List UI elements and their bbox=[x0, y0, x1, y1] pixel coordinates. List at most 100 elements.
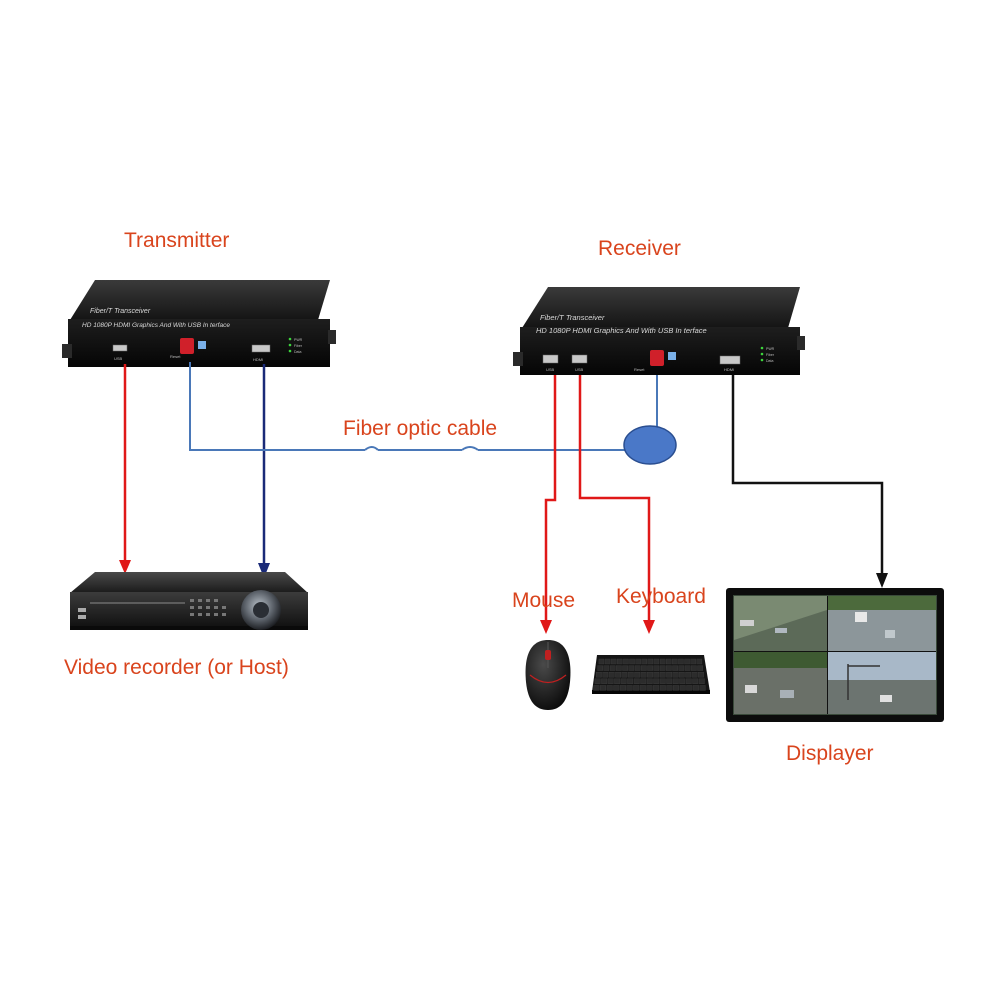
keyboard-key bbox=[623, 658, 629, 665]
transmitter-fiber-label: Fiber bbox=[294, 344, 303, 348]
keyboard-key bbox=[626, 685, 633, 691]
keyboard-key bbox=[678, 665, 685, 671]
keyboard-key bbox=[616, 665, 622, 671]
transmitter-data-led bbox=[288, 349, 292, 353]
receiver-hdmi-port[interactable] bbox=[719, 355, 741, 365]
keyboard-key bbox=[602, 672, 609, 678]
receiver-fiber-indicator bbox=[668, 352, 676, 360]
transmitter-hdmi-port[interactable] bbox=[251, 344, 271, 353]
keyboard-key bbox=[641, 665, 647, 671]
mouse-scroll-wheel bbox=[545, 650, 551, 660]
keyboard-key bbox=[666, 665, 672, 671]
transmitter-pwr-led bbox=[288, 337, 292, 341]
keyboard-key bbox=[686, 685, 693, 691]
video-recorder-label: Video recorder (or Host) bbox=[64, 656, 289, 679]
keyboard-key bbox=[666, 672, 673, 678]
transmitter-hdmi-cable bbox=[258, 364, 270, 578]
receiver-fiber-connector[interactable] bbox=[650, 350, 664, 366]
keyboard-key bbox=[639, 685, 646, 691]
receiver-keyboard-cable bbox=[578, 375, 655, 634]
keyboard-key bbox=[678, 658, 684, 665]
transmitter-model-text: HD 1080P HDMI Graphics And With USB In t… bbox=[82, 322, 230, 329]
keyboard-key bbox=[696, 658, 703, 665]
keyboard-key bbox=[685, 678, 692, 684]
keyboard-key bbox=[627, 672, 634, 678]
keyboard-keys bbox=[593, 658, 706, 691]
keyboard-key bbox=[684, 665, 691, 671]
keyboard-key bbox=[659, 665, 666, 671]
receiver-model-text: HD 1080P HDMI Graphics And With USB In t… bbox=[536, 326, 707, 335]
keyboard-key bbox=[614, 678, 621, 684]
keyboard-key bbox=[610, 658, 617, 665]
keyboard-key bbox=[613, 685, 620, 691]
receiver-fiber-led bbox=[760, 352, 764, 356]
receiver-fiber-label: Fiber bbox=[766, 353, 775, 357]
receiver-mouse-cable bbox=[540, 375, 557, 634]
keyboard-key bbox=[593, 685, 600, 691]
keyboard-key bbox=[627, 678, 634, 684]
keyboard-key bbox=[634, 665, 641, 671]
keyboard-key bbox=[659, 685, 666, 691]
keyboard-key bbox=[640, 672, 647, 678]
recorder-keypad bbox=[190, 599, 226, 616]
keyboard-key bbox=[691, 672, 698, 678]
keyboard-key bbox=[684, 658, 690, 665]
transmitter-pwr-label: PWR bbox=[294, 338, 303, 342]
receiver-pwr-led bbox=[760, 346, 764, 350]
keyboard-key bbox=[672, 678, 679, 684]
keyboard-key bbox=[615, 672, 622, 678]
transmitter-usb-port[interactable] bbox=[112, 344, 128, 352]
keyboard-key bbox=[653, 658, 660, 665]
keyboard-key bbox=[597, 665, 603, 671]
receiver-pwr-label: PWR bbox=[766, 347, 775, 351]
keyboard-key bbox=[673, 685, 680, 691]
keyboard-key bbox=[698, 672, 704, 678]
keyboard-key bbox=[633, 678, 640, 684]
transmitter-fiber-led bbox=[288, 343, 292, 347]
transmitter-reset-label: Reset bbox=[170, 354, 181, 359]
receiver-usb-port-1[interactable] bbox=[542, 354, 559, 364]
keyboard-key bbox=[609, 665, 616, 671]
keyboard-key bbox=[617, 658, 623, 665]
keyboard-key bbox=[690, 658, 696, 665]
keyboard-key bbox=[698, 678, 705, 684]
fiber-optic-node bbox=[623, 425, 677, 465]
keyboard-key bbox=[646, 678, 653, 684]
receiver-usb-port-2-label: USB bbox=[575, 367, 584, 372]
keyboard-key bbox=[633, 685, 640, 691]
keyboard-key bbox=[692, 685, 699, 691]
mouse-device bbox=[525, 640, 571, 710]
transmitter-fiber-indicator bbox=[198, 341, 206, 349]
transmitter-data-label: Data bbox=[294, 350, 301, 354]
keyboard-device bbox=[592, 655, 710, 694]
transmitter-usb-port-label: USB bbox=[114, 356, 123, 361]
receiver-hdmi-cable bbox=[731, 375, 888, 588]
keyboard-key bbox=[641, 658, 648, 665]
keyboard-key bbox=[628, 665, 635, 671]
keyboard-key bbox=[647, 665, 653, 671]
transmitter-device: Fiber/T Transceiver HD 1080P HDMI Graphi… bbox=[62, 280, 336, 367]
receiver-brand-text: Fiber/T Transceiver bbox=[540, 313, 605, 322]
keyboard-key bbox=[620, 678, 627, 684]
receiver-usb-port-2[interactable] bbox=[571, 354, 588, 364]
keyboard-key bbox=[666, 678, 673, 684]
keyboard-key bbox=[653, 672, 660, 678]
receiver-reset-label: Reset bbox=[634, 367, 645, 372]
receiver-data-label: Data bbox=[766, 359, 773, 363]
keyboard-key bbox=[598, 658, 605, 665]
keyboard-key bbox=[679, 685, 686, 691]
keyboard-key bbox=[634, 672, 641, 678]
transmitter-brand-text: Fiber/T Transceiver bbox=[90, 308, 151, 315]
keyboard-key bbox=[619, 685, 626, 691]
keyboard-key bbox=[603, 665, 610, 671]
keyboard-key bbox=[647, 658, 654, 665]
keyboard-key bbox=[600, 685, 607, 691]
transmitter-fiber-connector[interactable] bbox=[180, 338, 194, 354]
keyboard-key bbox=[653, 685, 660, 691]
keyboard-key bbox=[697, 665, 703, 671]
keyboard-key bbox=[699, 685, 706, 691]
keyboard-key bbox=[672, 672, 679, 678]
keyboard-key bbox=[647, 672, 653, 678]
receiver-usb-port-1-label: USB bbox=[546, 367, 555, 372]
